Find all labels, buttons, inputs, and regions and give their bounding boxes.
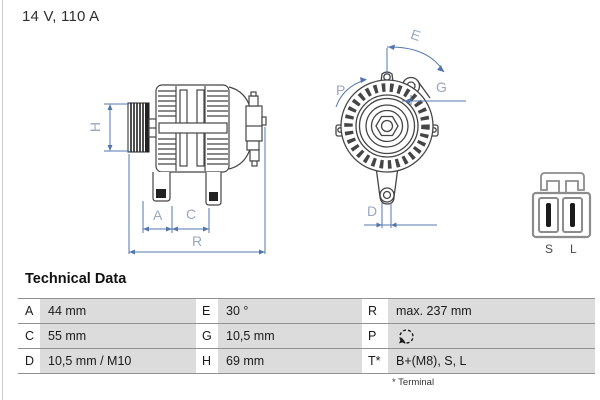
- technical-data-table: A 44 mm E 30 ° R max. 237 mm C 55 mm G 1…: [18, 298, 595, 374]
- table-row: C 55 mm G 10,5 mm P: [18, 324, 595, 349]
- page-left-border: [2, 0, 3, 400]
- spec-value: 69 mm: [218, 349, 362, 373]
- spec-key: A: [18, 299, 40, 323]
- spec-value: 55 mm: [40, 324, 196, 348]
- spec-value: B+(M8), S, L: [388, 349, 595, 373]
- spec-value: 30 °: [218, 299, 362, 323]
- spec-value: 10,5 mm / M10: [40, 349, 196, 373]
- terminal-label-l: L: [570, 242, 577, 256]
- spec-key: G: [196, 324, 218, 348]
- spec-value-rotation: [388, 324, 595, 348]
- connector-drawing: S L: [531, 172, 592, 256]
- alternator-side-view-drawing: H A C R: [87, 84, 267, 255]
- dim-label-r: R: [192, 233, 202, 249]
- terminal-pin-l: [570, 203, 575, 227]
- dim-label-c: C: [186, 206, 196, 222]
- spec-key: P: [362, 324, 388, 348]
- table-row: D 10,5 mm / M10 H 69 mm T* B+(M8), S, L: [18, 349, 595, 374]
- spec-value: 44 mm: [40, 299, 196, 323]
- terminal-footnote: * Terminal: [392, 377, 435, 388]
- spec-key: T*: [362, 349, 388, 373]
- dim-label-g: G: [436, 79, 447, 95]
- spec-key: D: [18, 349, 40, 373]
- dim-label-d: D: [367, 203, 377, 219]
- spec-key: H: [196, 349, 218, 373]
- dim-label-e: E: [409, 26, 423, 44]
- spec-value: max. 237 mm: [388, 299, 595, 323]
- spec-key: C: [18, 324, 40, 348]
- dim-label-a: A: [153, 207, 163, 223]
- dim-label-h: H: [87, 122, 103, 132]
- technical-data-title: Technical Data: [25, 271, 127, 287]
- table-row: A 44 mm E 30 ° R max. 237 mm: [18, 299, 595, 324]
- dim-label-p: P: [336, 82, 345, 98]
- spec-key: R: [362, 299, 388, 323]
- spec-key: E: [196, 299, 218, 323]
- alternator-front-view-drawing: E P G D: [335, 26, 466, 228]
- spec-value: 10,5 mm: [218, 324, 362, 348]
- rotation-direction-icon: [399, 328, 414, 344]
- terminal-label-s: S: [545, 242, 553, 256]
- rating-text: 14 V, 110 A: [22, 8, 100, 25]
- terminal-pin-s: [546, 203, 551, 227]
